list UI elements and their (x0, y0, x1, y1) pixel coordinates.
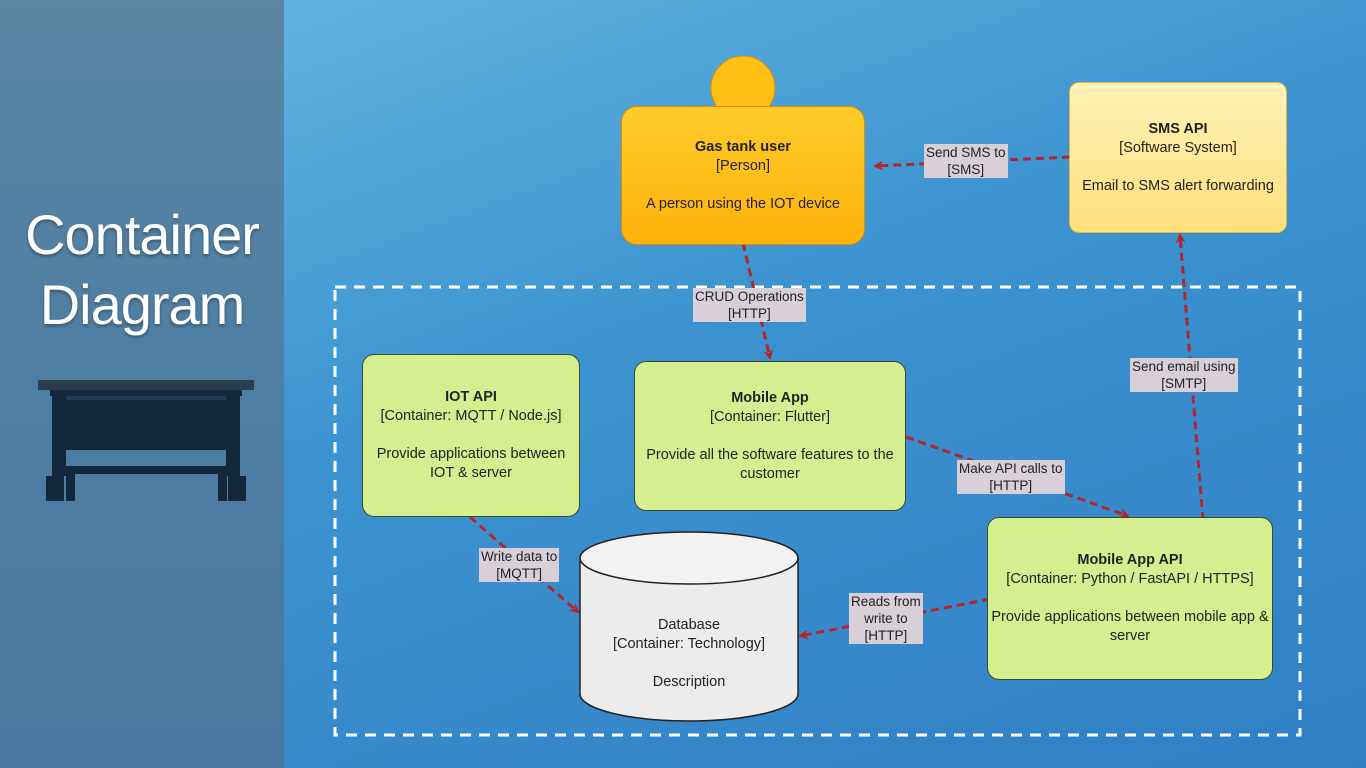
node-type: [Software System] (1119, 139, 1237, 156)
mobile-app-api-container: Mobile App API [Container: Python / Fast… (987, 517, 1273, 680)
iot-api-container: IOT API [Container: MQTT / Node.js] Prov… (362, 354, 580, 517)
database-text: Database [Container: Technology] Descrip… (580, 616, 798, 692)
node-description: Provide all the software features to the… (646, 446, 894, 482)
system-boundary (333, 285, 1302, 737)
edge-label-reads: Reads from write to [HTTP] (849, 593, 923, 644)
node-type: [Person] (716, 157, 770, 174)
node-name: Mobile App (731, 389, 809, 406)
desk-icon (38, 380, 254, 501)
node-description: Provide applications between mobile app … (991, 609, 1269, 644)
node-type: [Container: Technology] (612, 636, 766, 652)
edge-label-send-email: Send email using [SMTP] (1130, 358, 1238, 392)
node-description: Description (652, 674, 726, 690)
node-name: Database (657, 617, 721, 633)
edge-label-write-data: Write data to [MQTT] (479, 548, 560, 582)
node-name: Mobile App API (1077, 552, 1183, 568)
node-name: IOT API (445, 389, 497, 405)
node-description: A person using the IOT device (646, 195, 840, 212)
edge-label-send-sms: Send SMS to [SMS] (924, 144, 1008, 178)
sms-api-system: SMS API [Software System] Email to SMS a… (1069, 82, 1287, 233)
mobile-app-container: Mobile App [Container: Flutter] Provide … (634, 361, 906, 511)
node-description: Provide applications between IOT & serve… (376, 446, 566, 481)
edge-label-api-calls: Make API calls to [HTTP] (957, 460, 1065, 494)
edge-send-email (1175, 233, 1205, 521)
node-type: [Container: MQTT / Node.js] (380, 408, 562, 424)
node-description: Email to SMS alert forwarding (1082, 177, 1274, 194)
person-head (710, 56, 776, 120)
node-type: [Container: Python / FastAPI / HTTPS] (1006, 571, 1254, 587)
sidebar-panel: Container Diagram (0, 0, 284, 768)
person-gas-tank-user: Gas tank user [Person] A person using th… (621, 106, 865, 245)
edge-label-crud: CRUD Operations [HTTP] (693, 288, 806, 322)
database-cylinder (579, 531, 799, 722)
slide-title: Container Diagram (25, 203, 260, 336)
node-type: [Container: Flutter] (709, 408, 831, 425)
node-name: SMS API (1148, 120, 1208, 137)
node-name: Gas tank user (695, 138, 791, 155)
